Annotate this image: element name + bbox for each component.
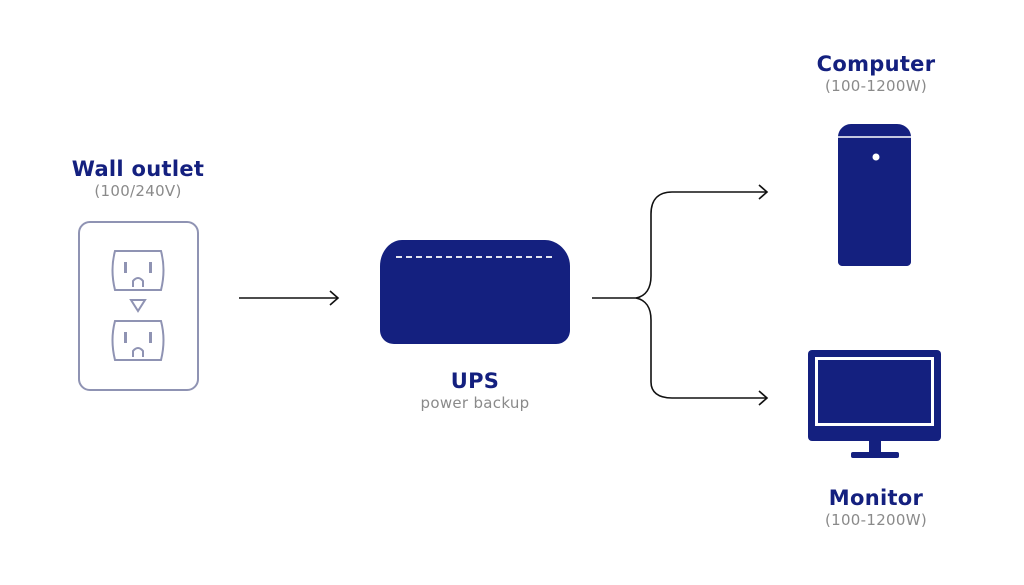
wall-outlet-label: Wall outlet (100/240V) xyxy=(72,157,205,201)
computer-label: Computer (100-1200W) xyxy=(817,52,936,96)
computer-title: Computer xyxy=(816,52,936,76)
ups-icon xyxy=(380,240,570,344)
computer-subtitle: (100-1200W) xyxy=(824,77,928,95)
monitor-title: Monitor xyxy=(828,486,924,510)
ups-subtitle: power backup xyxy=(420,394,530,412)
wall-outlet-title: Wall outlet xyxy=(71,157,205,181)
ups-title: UPS xyxy=(450,369,500,393)
wall-outlet-icon xyxy=(78,221,199,391)
monitor-subtitle: (100-1200W) xyxy=(824,511,928,529)
arrow-outlet-to-ups xyxy=(239,290,340,306)
arrow-ups-to-devices xyxy=(592,184,769,406)
monitor-icon xyxy=(808,350,941,458)
wall-outlet-subtitle: (100/240V) xyxy=(94,182,182,200)
ups-label: UPS power backup xyxy=(421,369,530,413)
monitor-label: Monitor (100-1200W) xyxy=(825,486,927,530)
power-led-icon xyxy=(872,153,880,161)
computer-tower-icon xyxy=(838,124,911,266)
